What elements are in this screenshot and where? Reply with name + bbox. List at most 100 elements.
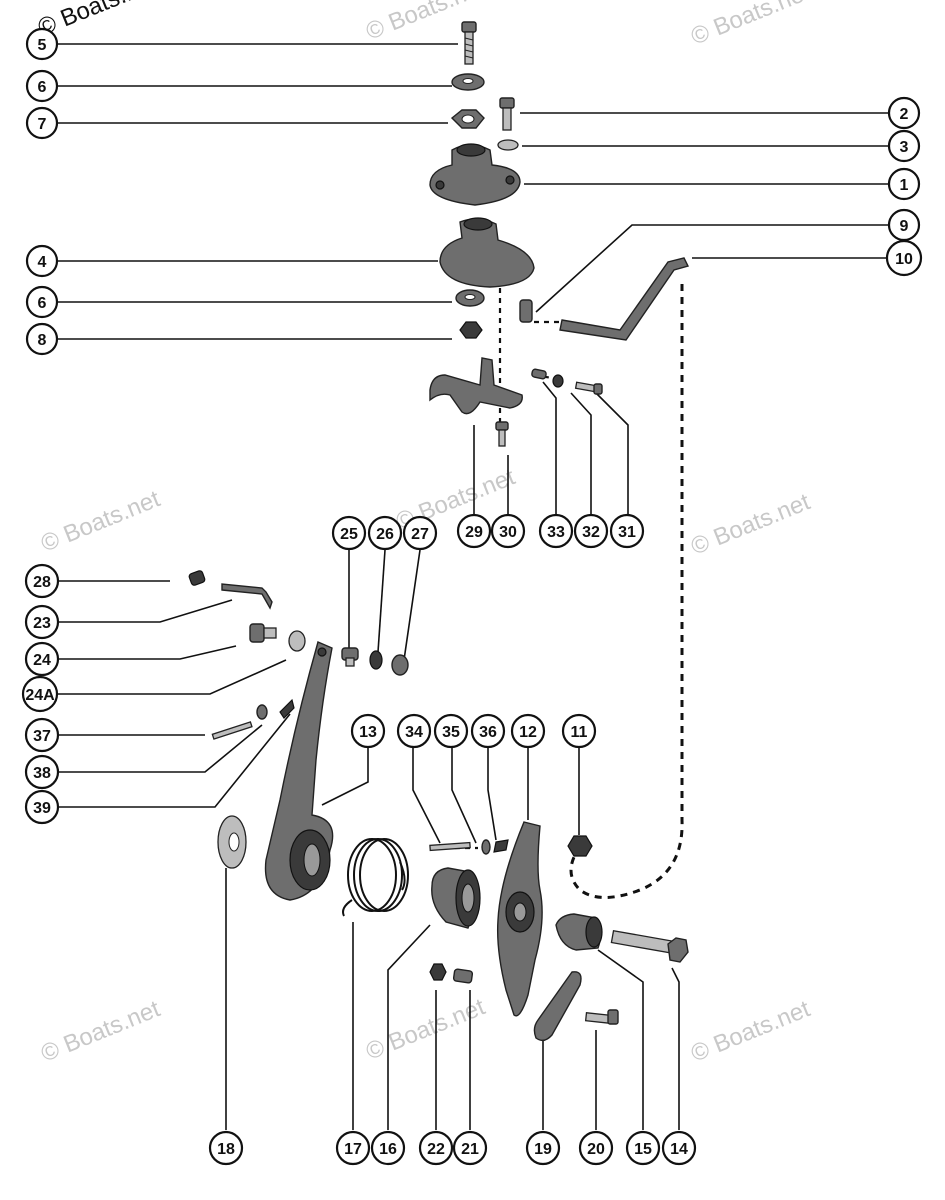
svg-text:4: 4 xyxy=(38,254,47,271)
part-22-nut xyxy=(429,963,447,981)
callout-35: 35 xyxy=(433,713,469,749)
svg-text:25: 25 xyxy=(340,526,358,543)
part-14-bolt xyxy=(610,929,689,963)
callout-15: 15 xyxy=(625,1130,661,1166)
part-24-bolt xyxy=(249,623,277,643)
part-23-rod xyxy=(221,583,273,610)
svg-text:35: 35 xyxy=(442,724,460,741)
part-27-nut xyxy=(391,654,409,676)
svg-text:38: 38 xyxy=(33,765,51,782)
callout-28: 28 xyxy=(24,563,60,599)
part-34-screw xyxy=(429,841,471,852)
callout-36: 36 xyxy=(470,713,506,749)
callout-18: 18 xyxy=(208,1130,244,1166)
svg-text:37: 37 xyxy=(33,728,51,745)
svg-text:30: 30 xyxy=(499,524,517,541)
svg-text:14: 14 xyxy=(670,1141,688,1158)
part-35-nut xyxy=(481,839,491,855)
callout-7: 7 xyxy=(25,106,59,140)
part-19-link xyxy=(533,971,582,1042)
callout-3: 3 xyxy=(887,129,921,163)
callout-4: 4 xyxy=(25,244,59,278)
callout-24: 24 xyxy=(24,641,60,677)
callout-34: 34 xyxy=(396,713,432,749)
callout-20: 20 xyxy=(578,1130,614,1166)
parts xyxy=(188,21,690,1042)
callout-32: 32 xyxy=(573,513,609,549)
callout-1: 1 xyxy=(887,167,921,201)
part-20-screw xyxy=(584,1009,619,1025)
part-2-screw xyxy=(499,97,515,131)
svg-text:19: 19 xyxy=(534,1141,552,1158)
callout-19: 19 xyxy=(525,1130,561,1166)
part-21-spring xyxy=(452,968,474,984)
part-32-nut xyxy=(552,374,564,388)
callout-13: 13 xyxy=(350,713,386,749)
watermark-8: © Boats.net xyxy=(687,995,814,1067)
part-4-housing xyxy=(439,217,535,288)
part-15-bushing xyxy=(555,913,603,951)
callout-10: 10 xyxy=(885,239,923,277)
part-5-bolt xyxy=(461,21,477,65)
callout-14: 14 xyxy=(661,1130,697,1166)
callout-23: 23 xyxy=(24,604,60,640)
svg-text:26: 26 xyxy=(376,526,394,543)
svg-text:29: 29 xyxy=(465,524,483,541)
part-10-rod xyxy=(559,257,690,341)
svg-text:28: 28 xyxy=(33,574,51,591)
watermark-2: © Boats.net xyxy=(687,0,814,51)
callout-37: 37 xyxy=(24,717,60,753)
part-24a-washer xyxy=(288,630,306,652)
svg-text:6: 6 xyxy=(38,295,47,312)
leader-lines xyxy=(56,43,888,1130)
svg-text:15: 15 xyxy=(634,1141,652,1158)
svg-text:10: 10 xyxy=(895,251,913,268)
callout-21: 21 xyxy=(452,1130,488,1166)
callout-26: 26 xyxy=(367,515,403,551)
part-12-lever xyxy=(497,821,543,1017)
part-16-bushing xyxy=(431,867,481,929)
part-28-spring xyxy=(188,570,206,586)
callout-6-top: 6 xyxy=(25,69,59,103)
svg-text:8: 8 xyxy=(38,332,47,349)
svg-text:16: 16 xyxy=(379,1141,397,1158)
callout-30: 30 xyxy=(490,513,526,549)
svg-text:12: 12 xyxy=(519,724,537,741)
watermark-6: © Boats.net xyxy=(37,995,164,1067)
svg-text:3: 3 xyxy=(900,139,909,156)
part-31-screw xyxy=(574,381,603,395)
part-17-spring xyxy=(342,838,409,917)
svg-text:33: 33 xyxy=(547,524,565,541)
callout-24a: 24A xyxy=(21,675,59,713)
part-30-screw xyxy=(495,421,509,447)
callout-8: 8 xyxy=(25,322,59,356)
callout-9: 9 xyxy=(887,208,921,242)
svg-text:11: 11 xyxy=(571,724,588,741)
callout-16: 16 xyxy=(370,1130,406,1166)
svg-text:31: 31 xyxy=(618,524,636,541)
callout-29: 29 xyxy=(456,513,492,549)
callout-5: 5 xyxy=(25,27,59,61)
part-11-nut xyxy=(567,835,593,857)
svg-text:23: 23 xyxy=(33,615,51,632)
svg-text:6: 6 xyxy=(38,79,47,96)
part-39-tip xyxy=(279,698,295,719)
part-13-lever xyxy=(264,641,334,901)
callouts: 5 6 7 2 3 1 9 10 4 6 8 29 30 33 32 31 25… xyxy=(21,27,923,1166)
callout-12: 12 xyxy=(510,713,546,749)
svg-text:39: 39 xyxy=(33,800,51,817)
part-36-tip xyxy=(493,839,509,853)
svg-text:32: 32 xyxy=(582,524,600,541)
callout-2: 2 xyxy=(887,96,921,130)
part-3-washer xyxy=(497,139,519,151)
callout-17: 17 xyxy=(335,1130,371,1166)
svg-text:34: 34 xyxy=(405,724,423,741)
callout-39: 39 xyxy=(24,789,60,825)
part-6-washer-lower xyxy=(455,289,485,307)
svg-text:18: 18 xyxy=(217,1141,235,1158)
svg-text:22: 22 xyxy=(427,1141,445,1158)
part-29-bracket xyxy=(429,357,523,415)
svg-text:17: 17 xyxy=(344,1141,362,1158)
watermark-3: © Boats.net xyxy=(37,485,164,557)
